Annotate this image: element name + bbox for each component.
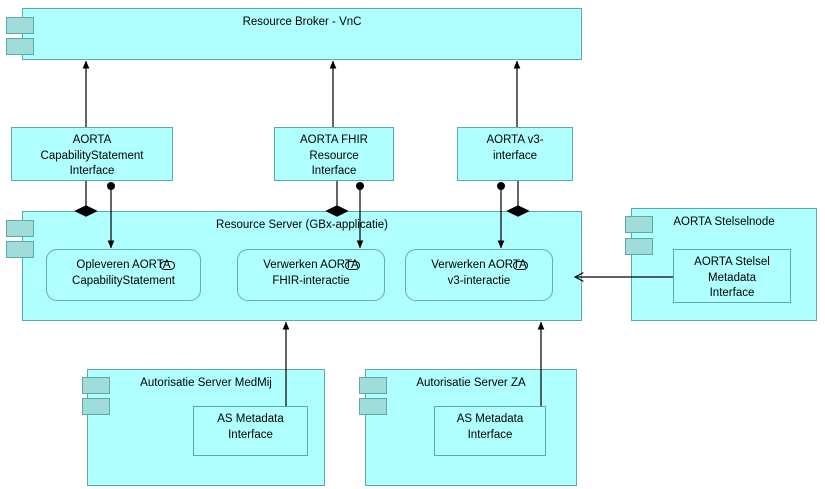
function-verwerken-aorta-fhir-interactie[interactable]: Verwerken AORTA FHIR-interactie bbox=[237, 249, 385, 301]
function-label: Opleveren AORTA CapabilityStatement bbox=[72, 259, 175, 287]
interface-label: AS Metadata Interface bbox=[217, 413, 284, 441]
interface-label: AS Metadata Interface bbox=[456, 413, 524, 441]
interface-aorta-capabilitystatement-interface[interactable]: AORTA CapabilityStatement Interface bbox=[11, 127, 173, 181]
component-resource-broker-vnc[interactable]: Resource Broker - VnC bbox=[22, 8, 582, 60]
function-label: Verwerken AORTA FHIR-interactie bbox=[263, 259, 359, 287]
interface-as-metadata-interface-za[interactable]: AS Metadata Interface bbox=[434, 406, 546, 456]
interface-aorta-fhir-resource-interface[interactable]: AORTA FHIR Resource Interface bbox=[274, 127, 394, 181]
component-title: AORTA Stelselnode bbox=[673, 216, 775, 228]
interface-as-metadata-interface-medmij[interactable]: AS Metadata Interface bbox=[193, 406, 308, 456]
function-rounded-rect-icon bbox=[160, 261, 175, 270]
interface-aorta-v3-interface[interactable]: AORTA v3- interface bbox=[457, 127, 573, 181]
interface-aorta-stelsel-metadata-interface[interactable]: AORTA Stelsel Metadata Interface bbox=[673, 249, 791, 303]
component-tab-lower bbox=[6, 38, 34, 55]
component-title: Resource Server (GBx-applicatie) bbox=[216, 219, 388, 231]
component-tab-lower bbox=[625, 238, 653, 255]
interface-label: AORTA Stelsel Metadata Interface bbox=[694, 256, 770, 299]
function-label: Verwerken AORTA v3-interactie bbox=[431, 259, 527, 287]
function-verwerken-aorta-v3-interactie[interactable]: Verwerken AORTA v3-interactie bbox=[405, 249, 553, 301]
function-rounded-rect-icon bbox=[513, 261, 528, 270]
component-tab-upper bbox=[6, 17, 34, 34]
interface-label: AORTA v3- interface bbox=[486, 134, 544, 162]
component-title: Resource Broker - VnC bbox=[242, 16, 362, 28]
function-rounded-rect-icon bbox=[345, 261, 360, 270]
interface-label: AORTA CapabilityStatement Interface bbox=[40, 134, 144, 177]
interface-label: AORTA FHIR Resource Interface bbox=[300, 134, 368, 177]
component-tab-upper bbox=[82, 377, 110, 394]
component-tab-upper bbox=[359, 377, 387, 394]
component-tab-lower bbox=[82, 398, 110, 415]
function-opleveren-aorta-capabilitystatement[interactable]: Opleveren AORTA CapabilityStatement bbox=[46, 249, 201, 301]
component-title: Autorisatie Server MedMij bbox=[140, 377, 272, 389]
component-tab-upper bbox=[625, 216, 653, 233]
component-title: Autorisatie Server ZA bbox=[416, 377, 526, 389]
component-tab-lower bbox=[6, 241, 34, 258]
component-tab-upper bbox=[6, 220, 34, 237]
component-tab-lower bbox=[359, 398, 387, 415]
